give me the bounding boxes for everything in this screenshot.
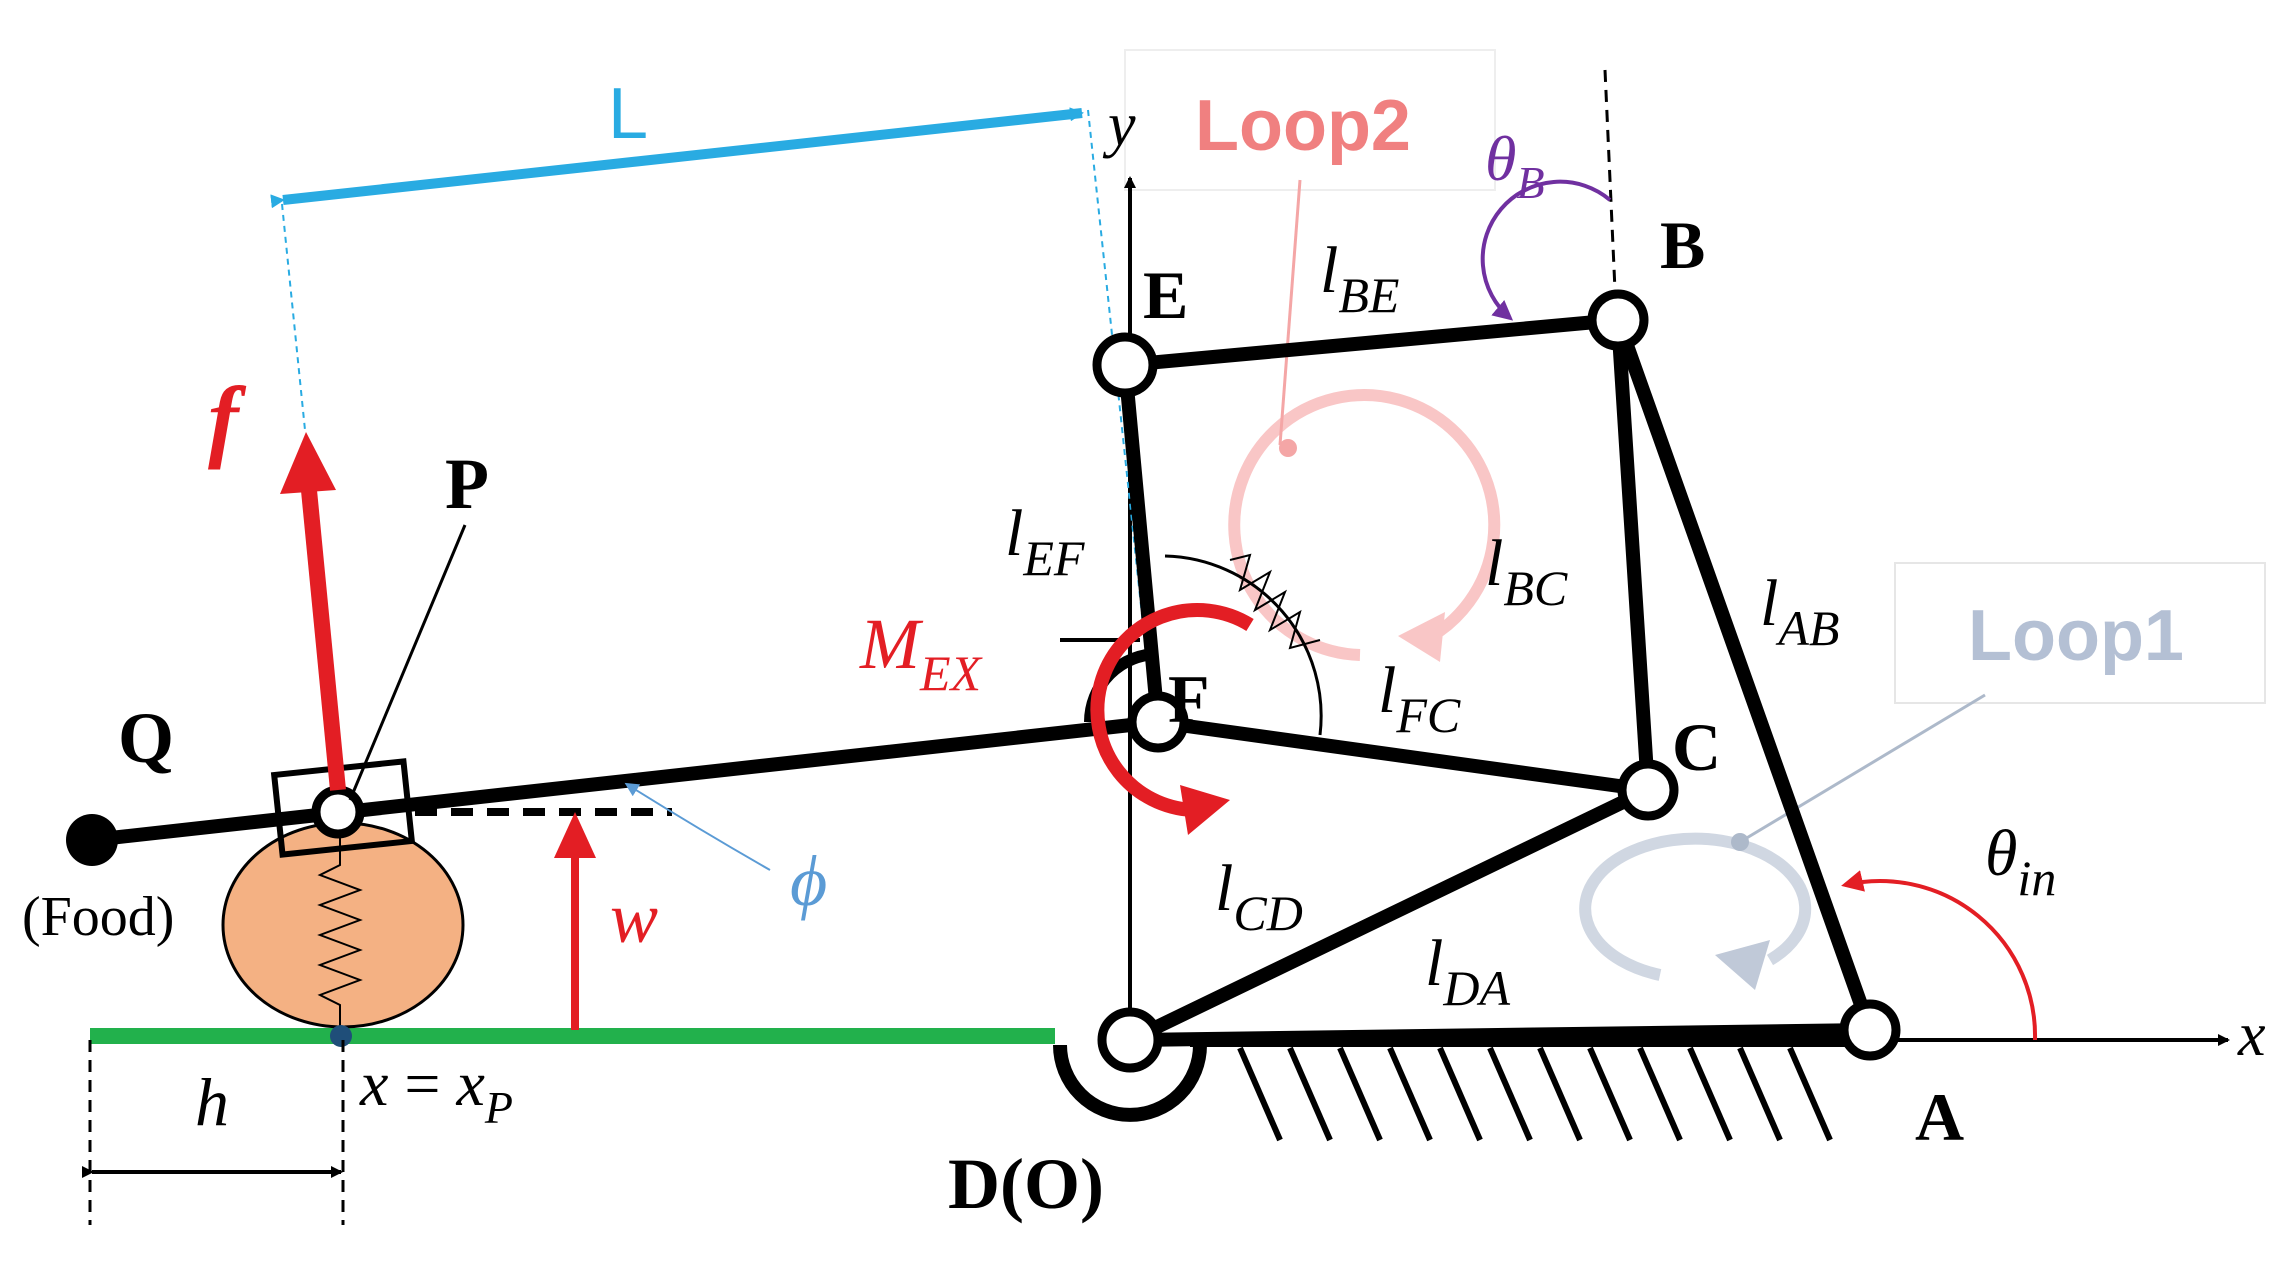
food-body	[221, 821, 465, 1029]
loop2-label: Loop2	[1195, 86, 1411, 166]
link-label-FC: lFC	[1378, 654, 1461, 743]
link-AB	[1611, 313, 1877, 1037]
length-L-extension-left	[281, 203, 306, 431]
link-BC	[1611, 313, 1655, 797]
link-label-EF: lEF	[1005, 497, 1085, 586]
joint-E	[1092, 332, 1158, 398]
moment-arrow	[1090, 603, 1254, 818]
loop1-label: Loop1	[1968, 596, 2184, 676]
link-label-BE: lBE	[1320, 234, 1399, 323]
point-label-F: F	[1168, 661, 1210, 737]
link-BE	[1118, 313, 1625, 372]
point-Q	[66, 814, 118, 866]
torsion-spring	[1229, 553, 1321, 650]
force-f-label: f	[208, 368, 247, 470]
loop1-label-box	[1894, 562, 2266, 704]
length-L-label: L	[608, 74, 648, 154]
force-f-shaft	[300, 479, 346, 791]
theta-b-label: θB	[1485, 123, 1545, 208]
point-label-B: B	[1660, 207, 1705, 283]
x-axis-label: x	[2237, 1001, 2266, 1069]
theta-b-arc	[1480, 179, 1612, 321]
theta-b-reference-line	[1603, 69, 1618, 313]
joint-B	[1587, 289, 1649, 351]
theta-in-label: θin	[1985, 817, 2056, 906]
joint-F	[1127, 691, 1189, 753]
loop2-circulation	[1228, 179, 1501, 662]
joint-D	[1097, 1007, 1163, 1073]
point-label-Q: Q	[118, 698, 174, 778]
link-label-DA: lDA	[1425, 927, 1510, 1016]
food-spring	[317, 830, 363, 1030]
joint-D-bearing	[1053, 1044, 1207, 1122]
point-label-C: C	[1672, 709, 1721, 785]
point-label-D: D(O)	[948, 1144, 1104, 1224]
point-P-leader	[348, 524, 467, 801]
link-DA	[1123, 1023, 1877, 1047]
phi-leader	[624, 782, 771, 871]
link-EF	[1118, 358, 1165, 729]
link-FC	[1151, 715, 1655, 797]
link-label-CD: lCD	[1215, 852, 1303, 941]
theta-in-arc	[1841, 870, 2038, 1041]
link-CD	[1123, 783, 1655, 1047]
point-label-A: A	[1915, 1079, 1964, 1155]
link-label-BC: lBC	[1485, 527, 1568, 616]
force-f-head	[280, 432, 336, 494]
link-FQ-arm	[85, 715, 1165, 847]
point-label-P: P	[445, 444, 489, 524]
contact-point	[330, 1025, 352, 1047]
dimension-h-label: h	[195, 1064, 229, 1140]
length-L-arrow	[270, 107, 1084, 209]
fixed-ground-hatch	[1190, 1033, 1855, 1142]
loop2-label-box	[1124, 49, 1496, 191]
phi-label: ϕ	[790, 841, 827, 921]
moment-label: MEX	[859, 604, 984, 701]
loop1-circulation	[1579, 693, 1986, 990]
joint-P	[311, 785, 365, 839]
force-w-label: w	[610, 878, 658, 958]
joint-C	[1617, 759, 1679, 821]
contact-position-label: x = xP	[359, 1048, 513, 1133]
point-label-E: E	[1143, 257, 1188, 333]
y-axis-label: y	[1102, 91, 1136, 159]
moment-arrowhead	[1180, 785, 1230, 835]
joint-A	[1839, 999, 1901, 1061]
torsion-arc	[1164, 554, 1323, 736]
link-label-AB: lAB	[1760, 567, 1839, 656]
food-label: (Food)	[22, 886, 174, 948]
force-w-head	[554, 812, 596, 858]
